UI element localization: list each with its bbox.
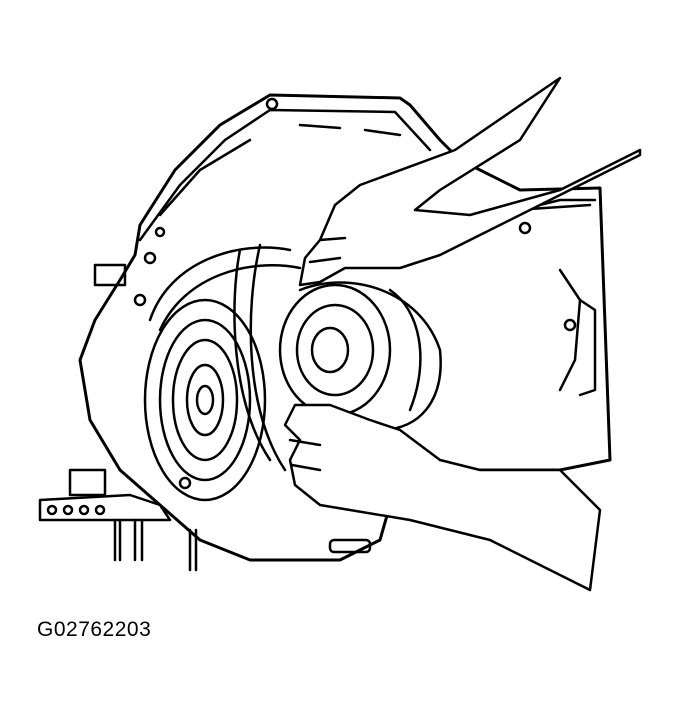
case-bolt-holes: [135, 99, 575, 488]
transmission-assembly-illustration: [0, 0, 679, 600]
transmission-case: [80, 95, 610, 560]
bracket-bolts: [115, 520, 196, 570]
upper-hand: [300, 78, 640, 285]
figure-id-label: G02762203: [37, 618, 152, 641]
lower-hand: [285, 405, 600, 590]
clutch-drum-assembly: [145, 245, 300, 500]
mounting-bracket: [40, 470, 170, 520]
